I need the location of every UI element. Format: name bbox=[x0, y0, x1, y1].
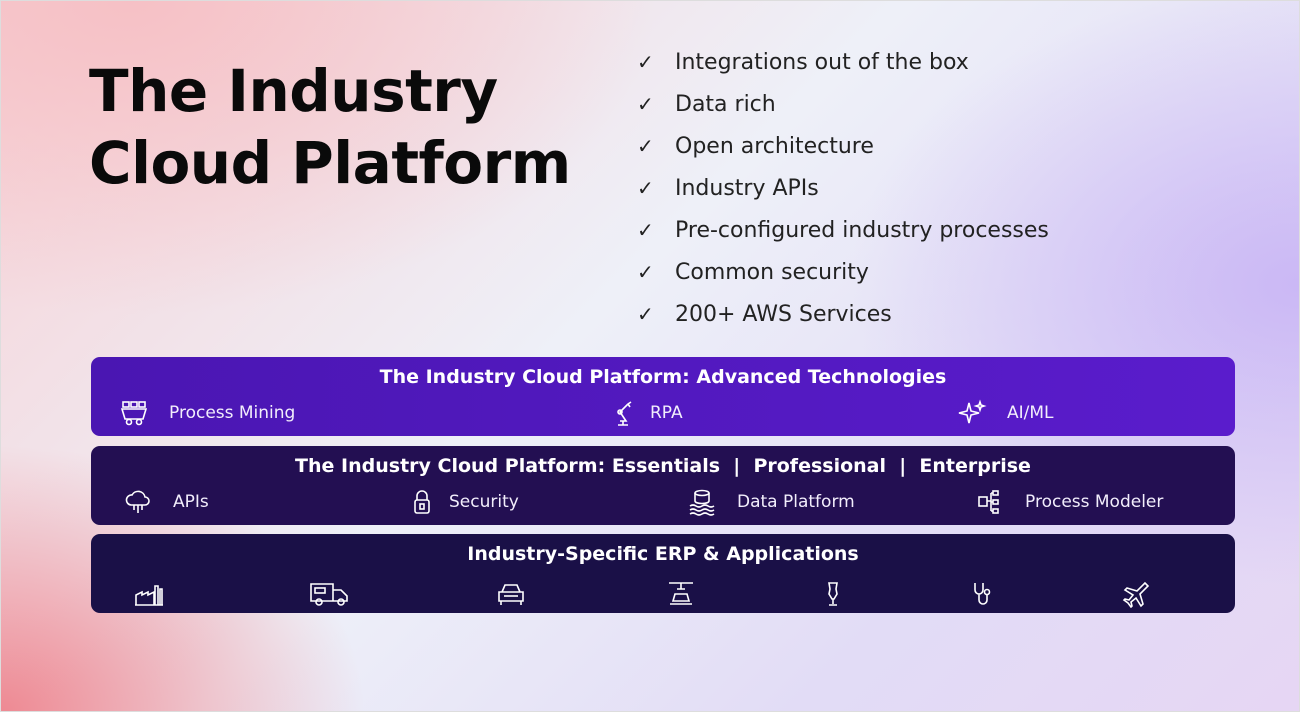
essentials-band: The Industry Cloud Platform: Essentials … bbox=[91, 446, 1235, 525]
item-ai-ml: AI/ML bbox=[957, 399, 1054, 427]
data-lake-icon bbox=[689, 489, 715, 516]
check-icon: ✓ bbox=[637, 302, 654, 326]
check-icon: ✓ bbox=[637, 50, 654, 74]
api-cloud-icon bbox=[125, 490, 150, 513]
check-icon: ✓ bbox=[637, 176, 654, 200]
item-process-mining: Process Mining bbox=[119, 399, 295, 427]
truck-icon bbox=[309, 580, 351, 608]
advanced-technologies-band: The Industry Cloud Platform: Advanced Te… bbox=[91, 357, 1235, 436]
check-icon: ✓ bbox=[637, 260, 654, 284]
check-icon: ✓ bbox=[637, 134, 654, 158]
item-rpa: RPA bbox=[608, 399, 683, 427]
feature-item: ✓Data rich bbox=[637, 91, 776, 117]
band-title: The Industry Cloud Platform: Advanced Te… bbox=[379, 366, 947, 388]
feature-list: ✓Integrations out of the box ✓Data rich … bbox=[637, 41, 1049, 335]
item-process-modeler: Process Modeler bbox=[975, 488, 1163, 516]
item-security: Security bbox=[407, 488, 519, 516]
check-icon: ✓ bbox=[637, 218, 654, 242]
feature-item: ✓Pre-configured industry processes bbox=[637, 217, 1049, 243]
feature-item: ✓Integrations out of the box bbox=[637, 49, 969, 75]
fashion-mannequin-icon bbox=[817, 580, 849, 608]
lock-icon bbox=[414, 490, 430, 514]
car-icon bbox=[495, 580, 527, 608]
feature-item: ✓200+ AWS Services bbox=[637, 301, 892, 327]
band-title: Industry-Specific ERP & Applications bbox=[467, 543, 859, 565]
flowchart-icon bbox=[978, 490, 999, 514]
factory-icon bbox=[133, 580, 165, 608]
band-title: The Industry Cloud Platform: Essentials … bbox=[295, 455, 1031, 477]
check-icon: ✓ bbox=[637, 92, 654, 116]
item-apis: APIs bbox=[123, 488, 209, 516]
page-title: The Industry Cloud Platform bbox=[89, 57, 571, 197]
erp-band: Industry-Specific ERP & Applications bbox=[91, 534, 1235, 613]
item-data-platform: Data Platform bbox=[687, 488, 855, 516]
feature-item: ✓Common security bbox=[637, 259, 869, 285]
feature-item: ✓Open architecture bbox=[637, 133, 874, 159]
robot-arm-icon bbox=[617, 401, 632, 426]
airplane-icon bbox=[1119, 580, 1151, 609]
mine-cart-icon bbox=[120, 401, 148, 426]
healthcare-stethoscope-icon bbox=[965, 580, 997, 608]
sparkle-icon bbox=[958, 399, 987, 424]
food-production-icon bbox=[665, 580, 697, 608]
feature-item: ✓Industry APIs bbox=[637, 175, 819, 201]
